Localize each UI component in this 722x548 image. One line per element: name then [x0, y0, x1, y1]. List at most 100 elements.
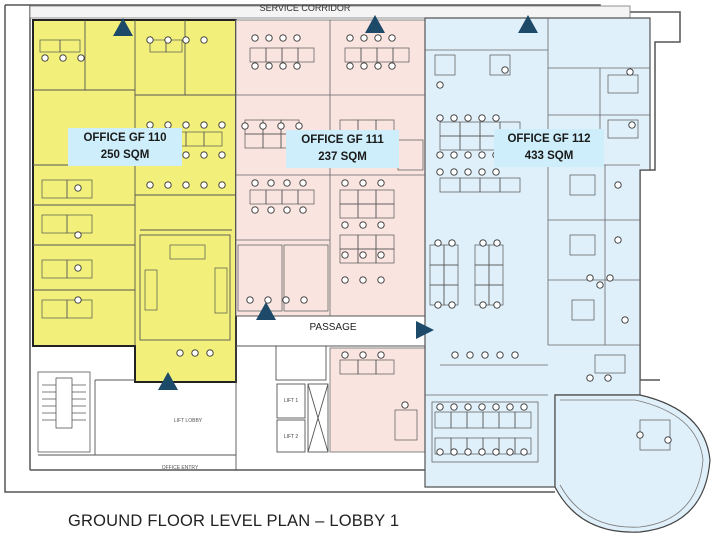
chair: [279, 34, 287, 42]
chair: [265, 62, 273, 70]
chair: [74, 231, 82, 239]
desk: [514, 411, 532, 429]
entry-arrow-icon: [365, 15, 385, 33]
chair: [478, 168, 486, 176]
desk: [607, 119, 639, 139]
chair: [493, 301, 501, 309]
chair: [146, 36, 154, 44]
chair: [360, 62, 368, 70]
chair: [664, 436, 672, 444]
entry-arrow-icon: [113, 18, 133, 36]
chair: [279, 62, 287, 70]
desk: [66, 259, 93, 279]
desk: [394, 409, 418, 441]
chair: [182, 121, 190, 129]
entry-arrow-icon: [158, 372, 178, 390]
chair: [293, 62, 301, 70]
chair: [434, 239, 442, 247]
chair: [341, 251, 349, 259]
chair: [295, 122, 303, 130]
chair: [377, 221, 385, 229]
chair: [506, 403, 514, 411]
desk: [569, 234, 596, 256]
chair: [164, 181, 172, 189]
chair: [492, 403, 500, 411]
desk: [144, 269, 158, 311]
service-corridor: [29, 5, 631, 19]
chair: [436, 168, 444, 176]
desk: [499, 177, 521, 193]
chair: [436, 403, 444, 411]
chair: [464, 448, 472, 456]
chair: [492, 114, 500, 122]
chair: [164, 36, 172, 44]
chair: [251, 62, 259, 70]
chair: [341, 221, 349, 229]
chair: [267, 179, 275, 187]
chair: [448, 239, 456, 247]
chair: [182, 181, 190, 189]
chair: [614, 236, 622, 244]
chair: [191, 349, 199, 357]
lift-2: [276, 419, 306, 453]
desk: [214, 267, 228, 314]
office-gf-110-area: 250 SQM: [100, 149, 150, 161]
entry-arrows: [113, 15, 538, 390]
chair: [374, 62, 382, 70]
desk: [569, 174, 596, 196]
chair: [520, 448, 528, 456]
chair: [74, 184, 82, 192]
desk: [203, 131, 223, 147]
chair: [218, 181, 226, 189]
chair: [299, 179, 307, 187]
chair: [388, 34, 396, 42]
chair: [436, 151, 444, 159]
chair: [492, 168, 500, 176]
chair: [464, 151, 472, 159]
chair: [265, 34, 273, 42]
desk: [66, 179, 93, 199]
chair: [479, 301, 487, 309]
chair: [506, 448, 514, 456]
chair: [451, 351, 459, 359]
chair: [586, 374, 594, 382]
lift-2-label: LIFT 2: [284, 434, 299, 440]
chair: [606, 274, 614, 282]
desk: [297, 189, 315, 205]
desk: [594, 354, 626, 374]
chair: [251, 179, 259, 187]
office-gf-111-annex: [329, 347, 426, 453]
chair: [359, 251, 367, 259]
chair: [520, 403, 528, 411]
chair: [200, 181, 208, 189]
chair: [341, 276, 349, 284]
chair: [259, 122, 267, 130]
office-gf-111-area: 237 SQM: [318, 151, 367, 163]
chair: [359, 276, 367, 284]
chair: [218, 121, 226, 129]
chair: [493, 239, 501, 247]
chair: [466, 351, 474, 359]
office-gf-110-label: OFFICE GF 110 250 SQM: [68, 128, 182, 166]
chair: [604, 374, 612, 382]
chair: [436, 114, 444, 122]
chair: [377, 276, 385, 284]
desk: [375, 203, 395, 219]
chair: [299, 206, 307, 214]
entry-arrow-icon: [256, 302, 276, 320]
chair: [246, 296, 254, 304]
chair: [628, 121, 636, 129]
chair: [614, 181, 622, 189]
chair: [450, 168, 458, 176]
office-gf-112-area: 433 SQM: [524, 150, 574, 162]
chair: [492, 448, 500, 456]
chair: [450, 448, 458, 456]
chair: [41, 54, 49, 62]
chair: [501, 66, 509, 74]
chair: [74, 264, 82, 272]
chair: [478, 151, 486, 159]
chair: [293, 34, 301, 42]
desk: [297, 47, 315, 63]
chair: [77, 54, 85, 62]
chair: [251, 206, 259, 214]
